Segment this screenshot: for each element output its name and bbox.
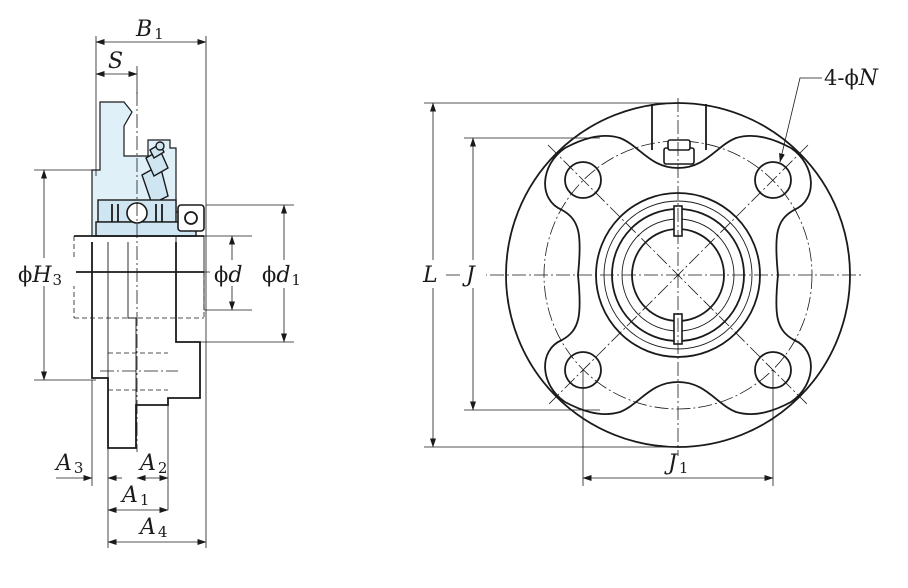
bearing-seals (111, 204, 163, 222)
label-d: ϕd (214, 263, 242, 288)
label-S: S (108, 49, 123, 74)
mounting-hole-tl (564, 161, 602, 199)
grease-boss-top (651, 104, 707, 150)
leader-N (779, 77, 822, 163)
label-H3: ϕH3 (18, 263, 62, 289)
mounting-hole-tr (754, 161, 792, 199)
label-L: L (422, 263, 438, 288)
housing-flange-outline (91, 242, 201, 449)
grease-nipple (141, 141, 169, 205)
housing-body-outline (544, 135, 812, 415)
flange-step-lines (107, 242, 137, 405)
bolt-hole-hidden (108, 352, 168, 391)
set-screw-boss (177, 204, 205, 232)
label-N: 4-ϕN (824, 66, 879, 91)
label-J: J (462, 263, 476, 288)
bore-hidden (73, 236, 205, 319)
label-d1: ϕd1 (262, 263, 301, 289)
shaft-outline (74, 235, 204, 273)
grease-nipple-front (663, 139, 695, 165)
